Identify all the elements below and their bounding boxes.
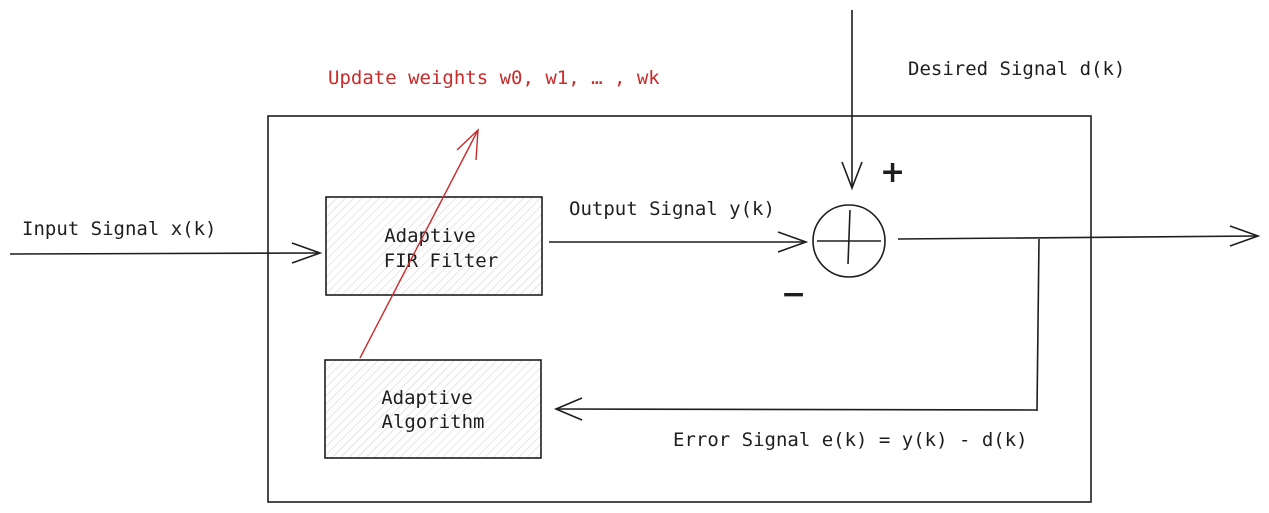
error-signal-label: Error Signal e(k) = y(k) - d(k) (673, 429, 1028, 451)
error-feedback-path (553, 238, 1040, 421)
algorithm-label-line2: Algorithm (382, 411, 485, 433)
plus-sign: + (880, 155, 905, 190)
minus-sign: − (781, 277, 806, 312)
algorithm-block: Adaptive Algorithm (324, 359, 542, 459)
desired-signal-label: Desired Signal d(k) (908, 58, 1125, 80)
summing-junction (812, 204, 886, 278)
fir-filter-block: Adaptive FIR Filter (325, 196, 543, 296)
fir-filter-label-line1: Adaptive (384, 225, 476, 247)
input-arrow (9, 242, 323, 264)
fir-filter-label-line2: FIR Filter (384, 250, 498, 272)
input-signal-label: Input Signal x(k) (22, 218, 216, 240)
update-weights-label: Update weights w0, w1, … , wk (328, 67, 660, 89)
desired-arrow (841, 10, 863, 191)
weight-update-arrow (359, 128, 479, 359)
error-output-arrow (897, 225, 1261, 247)
output-arrow (549, 231, 809, 253)
output-signal-label: Output Signal y(k) (569, 198, 775, 220)
algorithm-label-line1: Adaptive (381, 387, 473, 409)
system-boundary (267, 115, 1092, 503)
